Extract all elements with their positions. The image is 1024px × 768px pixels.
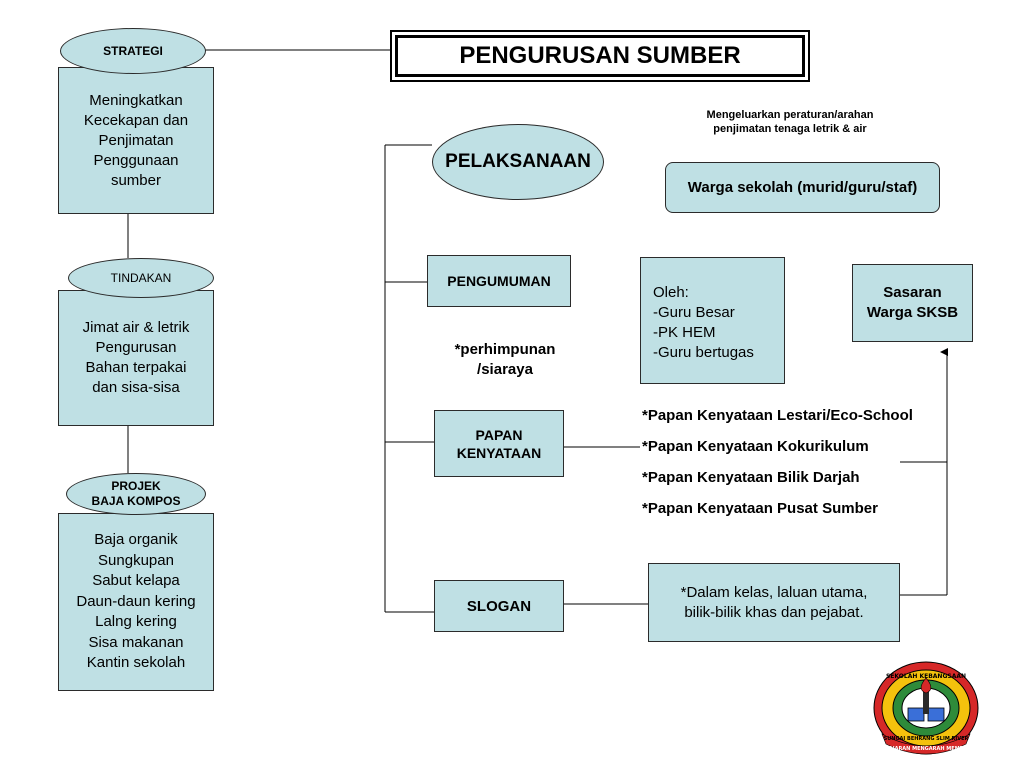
- strategi-text: Meningkatkan Kecekapan dan Penjimatan Pe…: [83, 91, 189, 189]
- logo-book-left: [907, 707, 925, 722]
- title-frame: PENGURUSAN SUMBER: [390, 30, 810, 82]
- page-title: PENGURUSAN SUMBER: [459, 42, 741, 69]
- tindakan-text: Jimat air & letrik Pengurusan Bahan terp…: [82, 319, 190, 396]
- warga-box: Warga sekolah (murid/guru/staf): [665, 162, 940, 213]
- papan-item: *Papan Kenyataan Kokurikulum: [642, 438, 869, 455]
- sasaran-box: Sasaran Warga SKSB: [852, 264, 973, 342]
- slogan-detail-text: *Dalam kelas, laluan utama, bilik-bilik …: [680, 583, 868, 621]
- school-logo: SEKOLAH KEBANGSAAN SUNGAI BEHRANG SLIM R…: [873, 661, 979, 755]
- logo-ring-text-bottom: SUNGAI BEHRANG SLIM RIVER: [884, 736, 969, 742]
- projek-text: Baja organik Sungkupan Sabut kelapa Daun…: [76, 531, 196, 672]
- papan-label: PAPAN KENYATAAN: [456, 426, 542, 461]
- tindakan-box: Jimat air & letrik Pengurusan Bahan terp…: [58, 290, 214, 426]
- logo-ring-text-top: SEKOLAH KEBANGSAAN: [886, 673, 966, 680]
- oleh-text: Oleh: -Guru Besar -PK HEM -Guru bertugas: [653, 284, 754, 361]
- strategi-label: STRATEGI: [103, 44, 163, 58]
- warga-text: Warga sekolah (murid/guru/staf): [687, 179, 918, 196]
- sasaran-text: Sasaran Warga SKSB: [866, 284, 959, 321]
- title-inner: PENGURUSAN SUMBER: [395, 35, 805, 77]
- projek-oval: PROJEK BAJA KOMPOS: [66, 473, 206, 515]
- logo-ribbon: [881, 733, 971, 755]
- strategi-oval: STRATEGI: [60, 28, 206, 74]
- slogan-detail-box: *Dalam kelas, laluan utama, bilik-bilik …: [648, 563, 900, 642]
- projek-label: PROJEK BAJA KOMPOS: [91, 479, 181, 508]
- papan-item: *Papan Kenyataan Lestari/Eco-School: [642, 407, 913, 424]
- papan-list: *Papan Kenyataan Lestari/Eco-School *Pap…: [642, 406, 913, 530]
- papan-item: *Papan Kenyataan Bilik Darjah: [642, 469, 860, 486]
- slogan-box: SLOGAN: [434, 580, 564, 632]
- logo-ribbon-text: PELAJARAN MENGARAH MEMBINA: [879, 746, 974, 752]
- pengumuman-note: *perhimpunan /siaraya: [454, 341, 556, 378]
- tindakan-label: TINDAKAN: [110, 271, 172, 285]
- pelaksanaan-label: PELAKSANAAN: [445, 151, 591, 172]
- projek-box: Baja organik Sungkupan Sabut kelapa Daun…: [58, 513, 214, 691]
- slogan-label: SLOGAN: [466, 597, 532, 615]
- oleh-box: Oleh: -Guru Besar -PK HEM -Guru bertugas: [640, 257, 785, 384]
- strategi-box: Meningkatkan Kecekapan dan Penjimatan Pe…: [58, 67, 214, 214]
- pengumuman-label: PENGUMUMAN: [447, 273, 551, 289]
- logo-torch-flame: [920, 677, 932, 694]
- papan-box: PAPAN KENYATAAN: [434, 410, 564, 477]
- pelaksanaan-note: Mengeluarkan peraturan/arahan penjimatan…: [706, 109, 874, 135]
- logo-torch-handle: [923, 690, 929, 714]
- papan-item: *Papan Kenyataan Pusat Sumber: [642, 500, 878, 517]
- pengumuman-box: PENGUMUMAN: [427, 255, 571, 307]
- tindakan-oval: TINDAKAN: [68, 258, 214, 298]
- logo-book-right: [927, 707, 945, 722]
- pelaksanaan-oval: PELAKSANAAN: [432, 124, 604, 200]
